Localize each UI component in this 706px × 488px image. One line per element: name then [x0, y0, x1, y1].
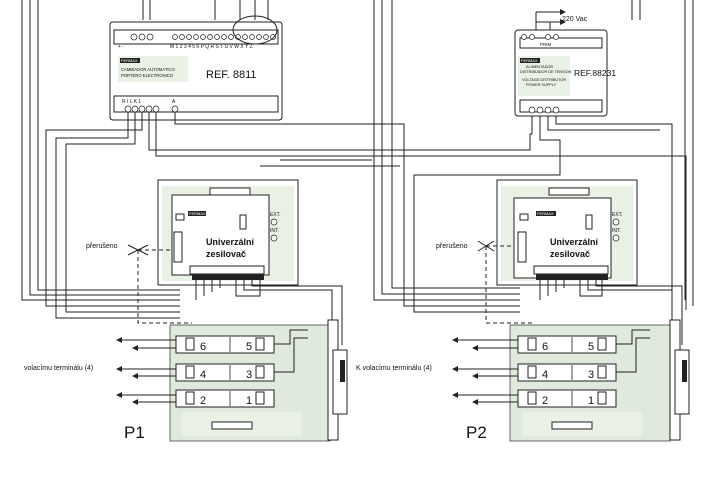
amp2-ext-label: EXT. — [612, 212, 623, 218]
changer-desc-line2: PORTERO ELECTRONICO — [121, 73, 174, 78]
supply-desc-line1: ALIMENTADOR — [526, 65, 553, 69]
p1-button-row-21: 2 1 — [175, 389, 275, 408]
amp2-brand: FERMAX — [537, 211, 554, 216]
changer-top-terminals: + - — [118, 44, 124, 50]
changer-brand: FERMAX — [121, 58, 138, 63]
amp1-ext-label: EXT. — [270, 212, 281, 218]
changer-terminal-row-bottom — [124, 105, 179, 113]
p1-button-row-43: 4 3 — [175, 363, 275, 382]
supply-desc-line2: DISTRIBUIDOR DE TENSION — [520, 70, 572, 74]
supply-desc-line4: POWER SUPPLY — [526, 83, 557, 87]
amp2-title2: zesilovač — [550, 249, 590, 259]
p2-button-2: 2 — [542, 395, 548, 407]
p1-button-1: 1 — [246, 395, 252, 407]
changer-bottom-terminals-left: R I L K L — [122, 99, 141, 105]
p1-button-6: 6 — [200, 341, 206, 353]
amp1-terminals — [192, 274, 264, 280]
p1-button-4: 4 — [200, 369, 206, 381]
p2-button-3: 3 — [588, 369, 594, 381]
p1-terminal-arrows — [116, 337, 176, 405]
p2-button-4: 4 — [542, 369, 548, 381]
panel-p2: P2 6 5 4 3 2 1 — [356, 319, 690, 442]
p2-terminal-label: K volacímu terminálu (4) — [356, 365, 432, 372]
interrupted-label-1: přerušeno — [86, 243, 118, 250]
amp1-title2: zesilovač — [206, 249, 246, 259]
amp1-int-label: INT. — [270, 228, 279, 234]
p1-button-3: 3 — [246, 369, 252, 381]
changer-terminal-row-top — [130, 33, 276, 41]
power-label: 220 Vac — [562, 16, 588, 23]
p2-button-6: 6 — [542, 341, 548, 353]
changer-bottom-terminals-right: A — [172, 99, 176, 105]
bus-wiring — [45, 112, 687, 319]
amp2-title1: Univerzální — [550, 237, 599, 247]
p1-button-row-65: 6 5 — [175, 335, 275, 354]
p1-button-2: 2 — [200, 395, 206, 407]
changer-bus-terminals: M 1 2 3 4 5 6 P Q R S T U V W X Y Z — [170, 44, 253, 50]
interrupted-label-2: přerušeno — [436, 243, 468, 250]
p1-terminal-label: volacímu terminálu (4) — [24, 365, 93, 372]
p2-terminal-arrows — [452, 337, 518, 405]
p2-button-1: 1 — [588, 395, 594, 407]
p2-button-row-65: 6 5 — [517, 335, 617, 354]
panel-p2-label: P2 — [466, 423, 487, 442]
panel-p1: P1 6 5 4 3 2 1 — [24, 319, 348, 442]
supply-desc-line3: VOLTAGE DISTRIBUTOR — [522, 78, 566, 82]
top-wires — [21, 0, 694, 306]
amp2-terminals — [536, 274, 608, 280]
supply-top-label: PRIM — [540, 42, 552, 47]
amplifier-1: FERMAX EXT. INT. Univerzální zesilovač — [157, 179, 343, 345]
p2-button-5: 5 — [588, 341, 594, 353]
changer-desc-line1: CAMBIADOR AUTOMATICO — [121, 67, 176, 72]
supply-terminal-row-bottom — [528, 106, 560, 114]
p1-lock — [327, 319, 348, 441]
p2-button-row-21: 2 1 — [517, 389, 617, 408]
interruption-2: přerušeno — [436, 240, 532, 324]
amp2-int-label: INT. — [612, 228, 621, 234]
amp1-brand: FERMAX — [189, 211, 206, 216]
supply-ref: REF.88231 — [574, 68, 616, 78]
p2-button-row-43: 4 3 — [517, 363, 617, 382]
amplifier-2: FERMAX EXT. INT. Univerzální zesilovač — [496, 179, 683, 345]
automatic-changer-unit: + - M 1 2 3 4 5 6 P Q R S T U V W X Y Z … — [109, 15, 283, 121]
changer-ref: REF. 8811 — [206, 69, 257, 81]
p2-lock — [669, 319, 690, 441]
interruption-1: přerušeno — [86, 243, 192, 324]
p1-button-5: 5 — [246, 341, 252, 353]
power-supply-unit: 220 Vac PRIM FERMAX ALIMENTADOR DISTRIBU… — [514, 9, 616, 117]
amp1-title1: Univerzální — [206, 237, 255, 247]
panel-p1-label: P1 — [124, 423, 145, 442]
supply-brand: FERMAX — [521, 58, 538, 63]
